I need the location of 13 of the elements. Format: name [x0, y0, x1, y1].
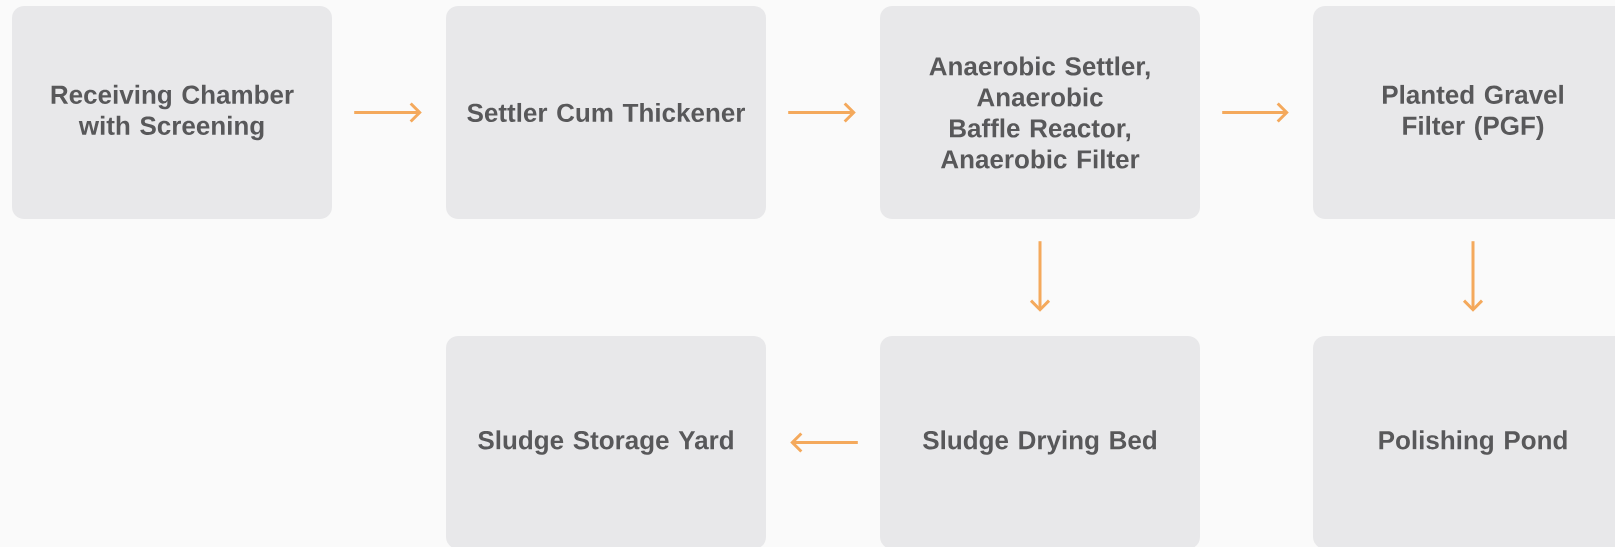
process-box: Settler Cum Thickener: [446, 6, 766, 219]
process-box: Planted Gravel Filter (PGF): [1313, 6, 1615, 219]
arrow: [790, 432, 858, 453]
process-box: Sludge Drying Bed: [880, 336, 1200, 547]
arrow: [1462, 241, 1484, 312]
arrow: [354, 102, 422, 123]
arrow: [1222, 102, 1289, 123]
process-box: Receiving Chamber with Screening: [12, 6, 332, 219]
process-box: Sludge Storage Yard: [446, 336, 766, 547]
arrow: [788, 102, 856, 123]
arrow: [1029, 241, 1051, 312]
process-box: Polishing Pond: [1313, 336, 1615, 547]
process-box: Anaerobic Settler, Anaerobic Baffle Reactor, Anaerobic Filter: [880, 6, 1200, 219]
